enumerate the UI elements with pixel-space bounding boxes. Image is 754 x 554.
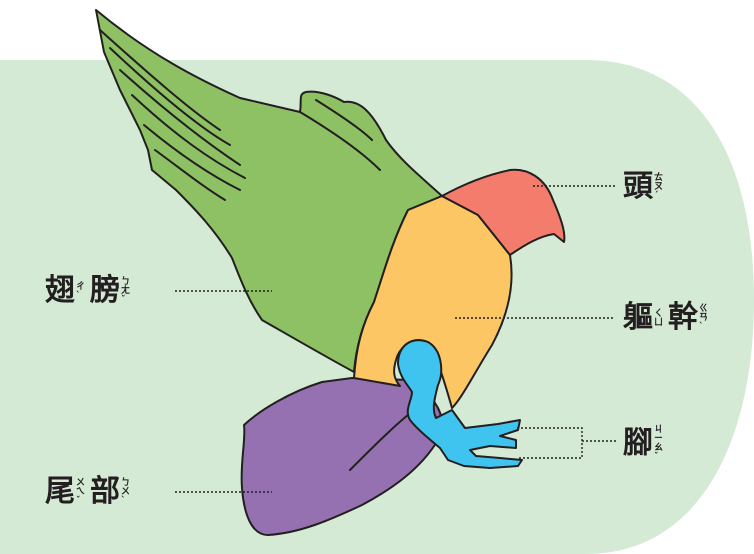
- wing-char-1: 翅: [45, 273, 75, 308]
- torso-char-1: 軀: [623, 300, 653, 335]
- torso-char-2: 幹: [668, 300, 698, 335]
- torso-zhuyin-2: ㄍㄢˋ: [699, 305, 709, 332]
- head-zhuyin-1: ㄊㄡˊ: [654, 174, 664, 201]
- wing-zhuyin-2: ㄅㄤˇ: [121, 278, 131, 305]
- wing-zhuyin-1: ㄔˋ: [76, 283, 86, 301]
- tail-char-1: 尾: [45, 474, 75, 509]
- label-feet: 腳ㄐㄧㄠˇ: [623, 426, 668, 462]
- torso-zhuyin-1: ㄑㄩ: [654, 310, 664, 328]
- feet-char-1: 腳: [623, 426, 653, 461]
- tail-char-2: 部: [90, 474, 120, 509]
- wing-char-2: 膀: [90, 273, 120, 308]
- head-char-1: 頭: [623, 169, 653, 204]
- label-tail: 尾ㄨㄟˇ 部ㄅㄨˋ: [45, 477, 135, 507]
- tail-zhuyin-1: ㄨㄟˇ: [76, 479, 86, 506]
- label-head: 頭ㄊㄡˊ: [623, 172, 668, 202]
- label-torso: 軀ㄑㄩ幹ㄍㄢˋ: [623, 303, 713, 333]
- tail-zhuyin-2: ㄅㄨˋ: [121, 479, 131, 506]
- feet-zhuyin-1: ㄐㄧㄠˇ: [654, 426, 664, 462]
